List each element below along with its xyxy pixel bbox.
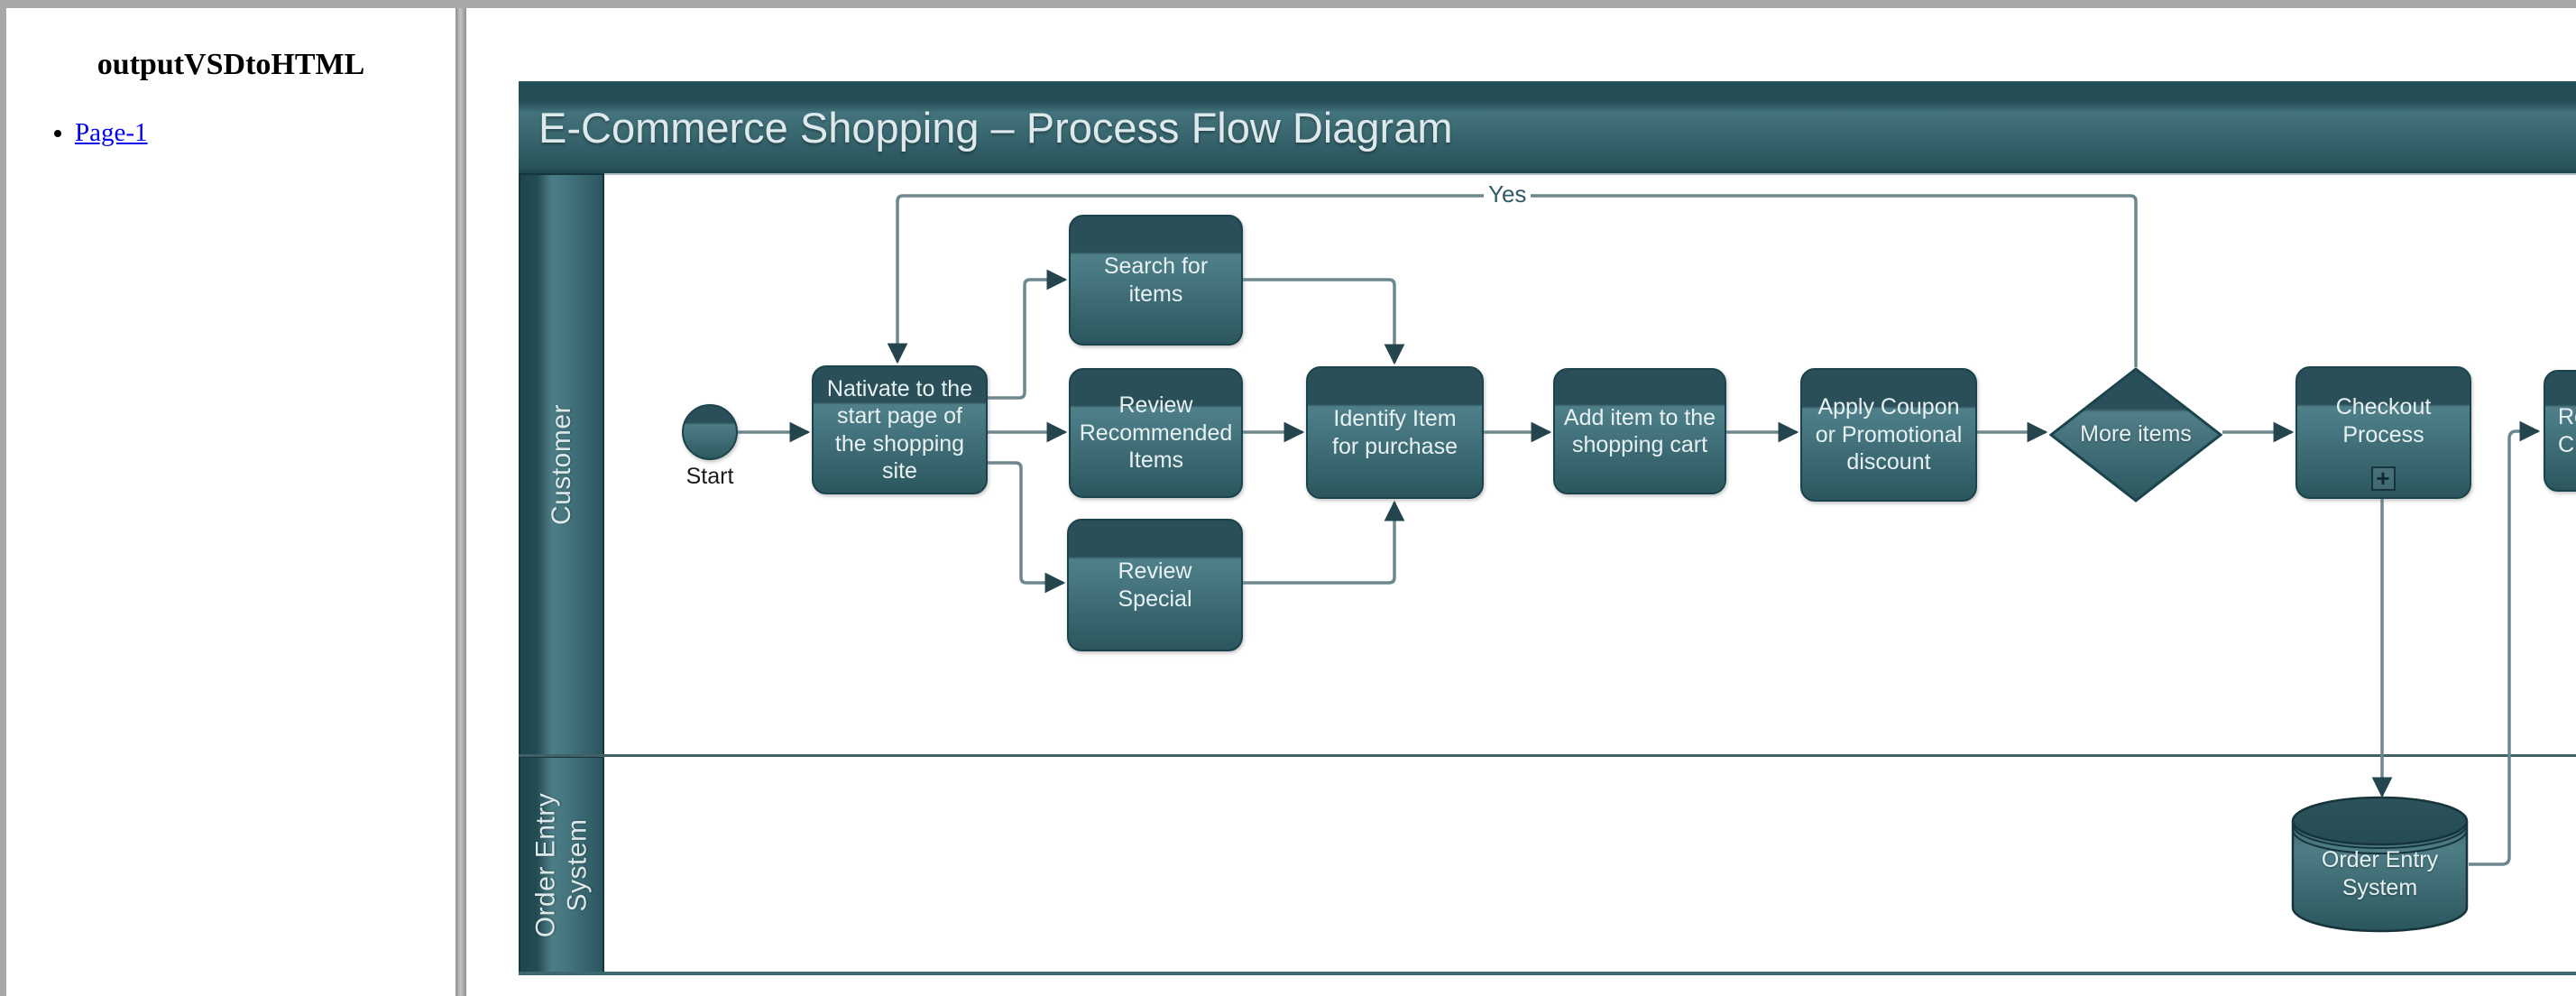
- node-navigate-start-page: Nativate to the start page of the shoppi…: [812, 365, 988, 494]
- node-more-items-label: More items: [2080, 421, 2192, 447]
- lane-top-border: [604, 173, 2576, 175]
- lane-bottom-border: [519, 972, 2576, 975]
- node-start-label: Start: [685, 464, 734, 489]
- edge-navigate-search: [988, 269, 1068, 400]
- lane-customer-label: Customer: [546, 403, 576, 526]
- lane-order-entry-labelbar: Order Entry System: [519, 756, 604, 974]
- node-clipped-right: Re C: [2544, 370, 2576, 492]
- edge-label-yes: Yes: [1484, 180, 1532, 208]
- node-identify-item: Identify Item for purchase: [1306, 366, 1484, 499]
- subprocess-plus-icon: +: [2370, 466, 2396, 491]
- sidebar-title: outputVSDtoHTML: [97, 48, 365, 81]
- node-checkout-label: Checkout Process: [2335, 394, 2432, 447]
- lane-order-entry-label: Order Entry System: [530, 792, 592, 938]
- page-list-item: Page-1: [75, 118, 455, 148]
- node-start-circle: [682, 404, 738, 460]
- node-order-entry-cylinder-label: Order Entry System: [2321, 847, 2439, 901]
- diagram-title-bar: E-Commerce Shopping – Process Flow Diagr…: [519, 81, 2576, 173]
- sidebar-frame: outputVSDtoHTML Page-1: [6, 8, 455, 996]
- edge-review-special-identify: [1243, 500, 1405, 585]
- node-checkout-process: Checkout Process +: [2295, 366, 2471, 499]
- page-1-link[interactable]: Page-1: [75, 118, 148, 147]
- node-apply-coupon: Apply Coupon or Promotional discount: [1800, 368, 1977, 502]
- window-chrome-left: [0, 8, 6, 996]
- frame-divider[interactable]: [455, 8, 466, 996]
- node-order-entry-cylinder: [2291, 796, 2469, 933]
- node-review-special: Review Special: [1067, 519, 1243, 651]
- node-search-for-items: Search for items: [1069, 215, 1243, 346]
- lane-separator: [519, 754, 2576, 757]
- node-more-items-diamond: [2049, 367, 2222, 503]
- edge-navigate-review-special: [988, 461, 1066, 594]
- node-review-recommended-items: Review Recommended Items: [1069, 368, 1243, 498]
- diagram-title: E-Commerce Shopping – Process Flow Diagr…: [538, 104, 1453, 152]
- edge-search-identify: [1243, 278, 1405, 365]
- lane-customer-labelbar: Customer: [519, 173, 604, 756]
- edge-cylinder-clipped-right: [2469, 420, 2541, 866]
- window-chrome-top: [0, 0, 2576, 8]
- node-add-item-to-cart: Add item to the shopping cart: [1553, 368, 1726, 494]
- page-list: Page-1: [6, 118, 455, 148]
